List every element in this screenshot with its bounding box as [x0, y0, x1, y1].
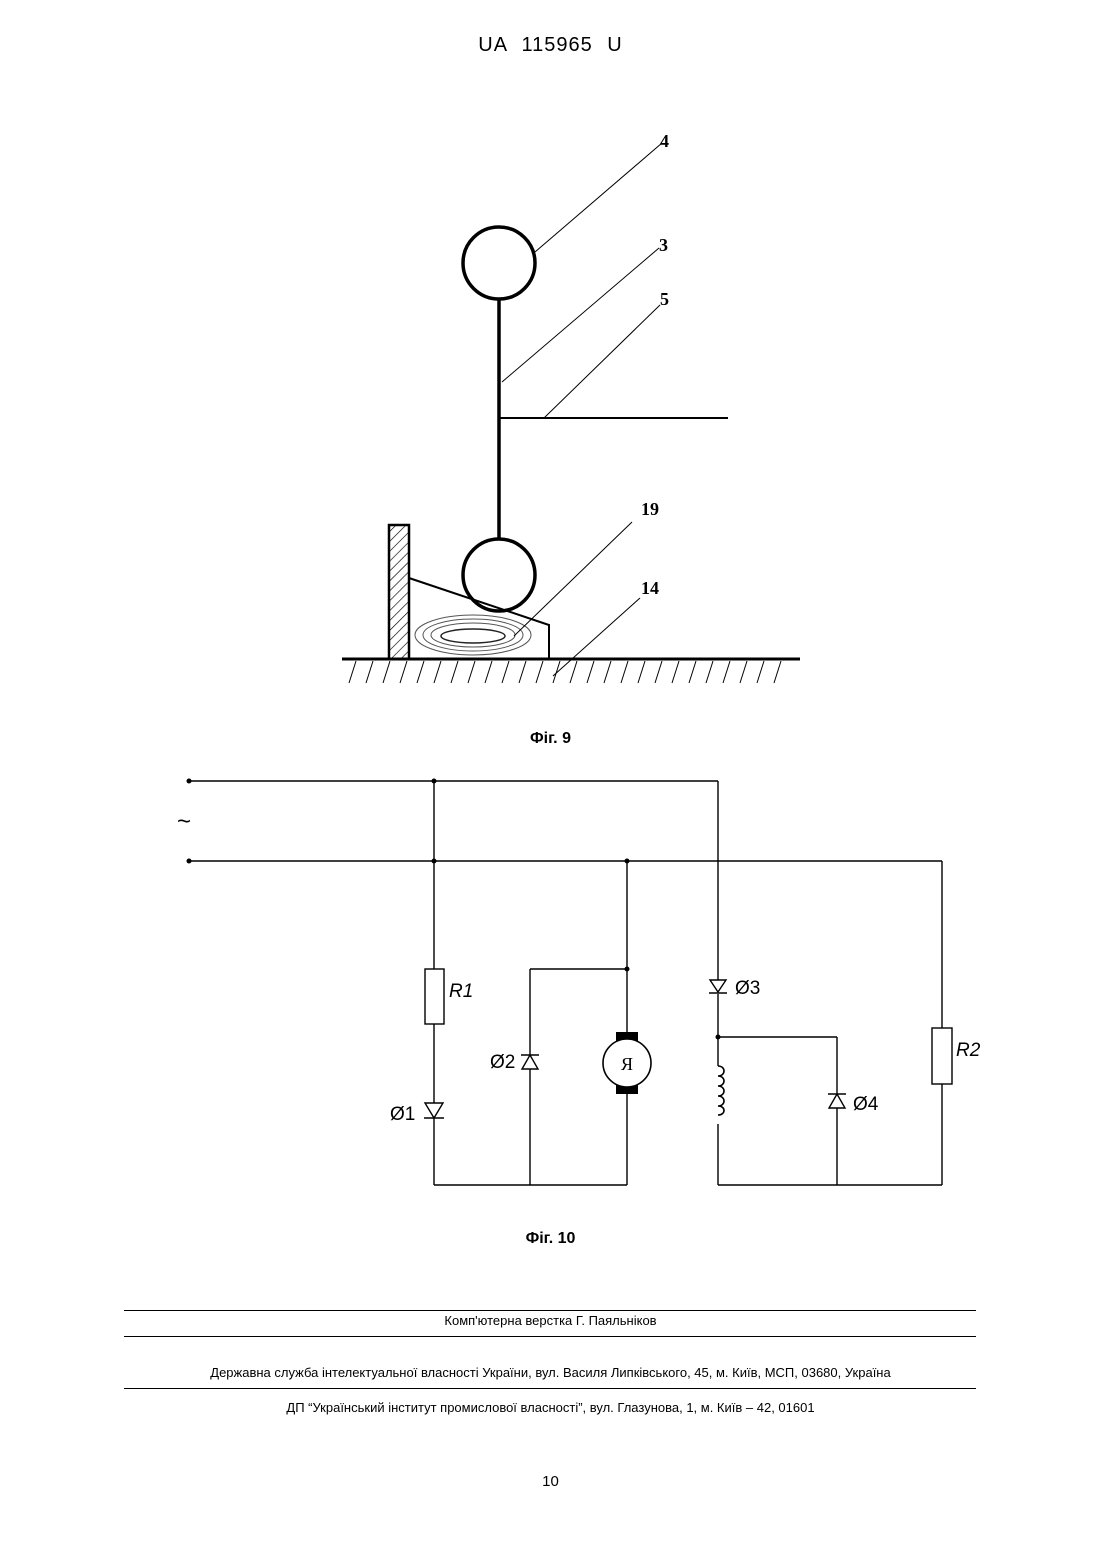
inductor-coil — [718, 1066, 724, 1115]
resistor-r1 — [425, 969, 444, 1024]
figure-9-drawing: 4 3 5 19 14 — [0, 120, 1101, 700]
page-number: 10 — [0, 1473, 1101, 1490]
label-5: 5 — [660, 289, 669, 309]
coil-winding — [415, 615, 531, 655]
footer-rule-3 — [124, 1388, 976, 1389]
diode-d3 — [709, 980, 727, 993]
figure-10-circuit: Я ~ R1 R2 Ø1 Ø2 Ø3 Ø4 — [0, 760, 1101, 1210]
label-r1: R1 — [449, 981, 473, 1002]
motor: Я — [603, 1032, 651, 1094]
figure-10-caption: Фіг. 10 — [0, 1230, 1101, 1248]
ground-hatching — [349, 661, 781, 683]
resistor-r2 — [932, 1028, 952, 1084]
ac-source-symbol: ~ — [177, 808, 191, 835]
label-d4: Ø4 — [853, 1094, 879, 1115]
label-d1: Ø1 — [390, 1104, 415, 1125]
label-d2: Ø2 — [490, 1052, 515, 1073]
figure-9-caption: Фіг. 9 — [0, 730, 1101, 748]
label-d3: Ø3 — [735, 978, 760, 999]
hatched-wall — [389, 525, 409, 659]
label-14: 14 — [641, 578, 659, 598]
label-4: 4 — [660, 131, 669, 151]
leader-lines — [502, 143, 662, 676]
diode-d4 — [828, 1094, 846, 1108]
diode-d2 — [521, 1055, 539, 1069]
agency-address: Державна служба інтелектуальної власност… — [0, 1365, 1101, 1380]
footer-rule-1 — [124, 1310, 976, 1311]
label-r2: R2 — [956, 1040, 981, 1061]
footer-rule-2 — [124, 1336, 976, 1337]
typesetting-credit: Комп'ютерна верстка Г. Паяльніков — [0, 1313, 1101, 1328]
patent-number-header: UA 115965 U — [0, 34, 1101, 57]
motor-label: Я — [621, 1054, 633, 1074]
upper-pulley — [463, 227, 535, 299]
label-19: 19 — [641, 499, 659, 519]
label-3: 3 — [659, 235, 668, 255]
diode-d1 — [424, 1103, 444, 1118]
institute-address: ДП “Український інститут промислової вла… — [0, 1400, 1101, 1415]
